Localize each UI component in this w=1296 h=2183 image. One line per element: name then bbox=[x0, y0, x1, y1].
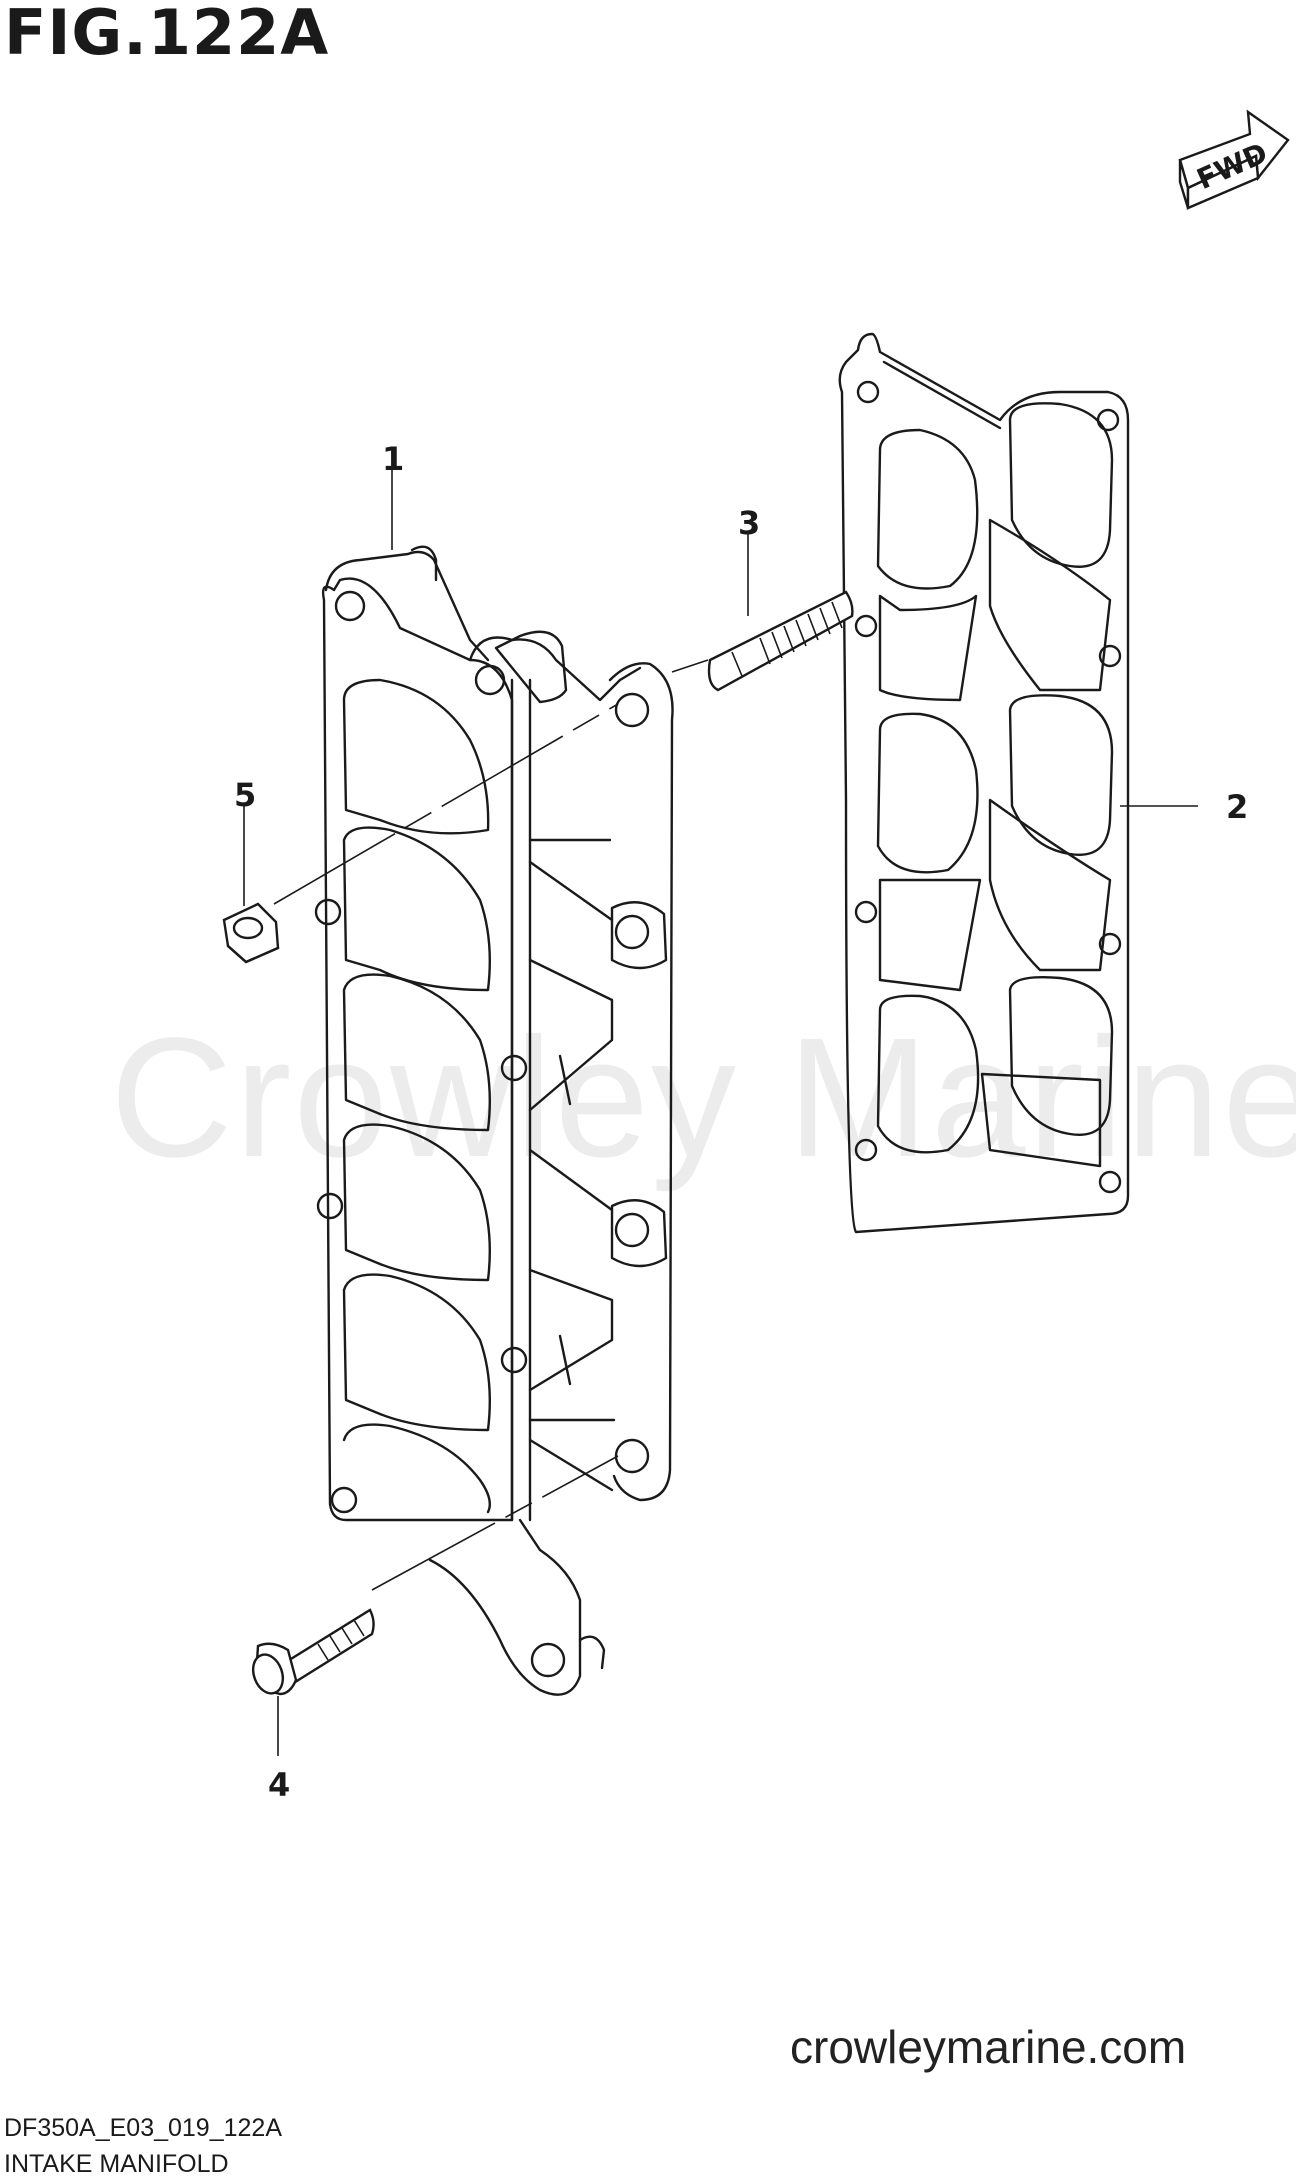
fwd-arrow-icon: FWD bbox=[1178, 109, 1290, 210]
figure-title: FIG.122A bbox=[4, 0, 330, 69]
intake-gasket bbox=[838, 332, 1130, 1234]
flange-bolt bbox=[251, 1608, 375, 1696]
intake-manifold bbox=[314, 545, 674, 1696]
watermark: Crowley Marine bbox=[110, 1003, 1296, 1193]
flange-nut bbox=[222, 902, 280, 964]
callout-2: 2 bbox=[1226, 788, 1249, 826]
callout-3: 3 bbox=[738, 504, 761, 542]
stud-bolt bbox=[707, 590, 854, 692]
callout-4: 4 bbox=[268, 1766, 291, 1804]
site-url: crowleymarine.com bbox=[790, 2021, 1187, 2073]
figure-code: DF350A_E03_019_122A bbox=[4, 2114, 283, 2142]
figure-name: INTAKE MANIFOLD bbox=[4, 2150, 229, 2178]
callout-5: 5 bbox=[234, 776, 257, 814]
callout-1: 1 bbox=[382, 440, 405, 478]
